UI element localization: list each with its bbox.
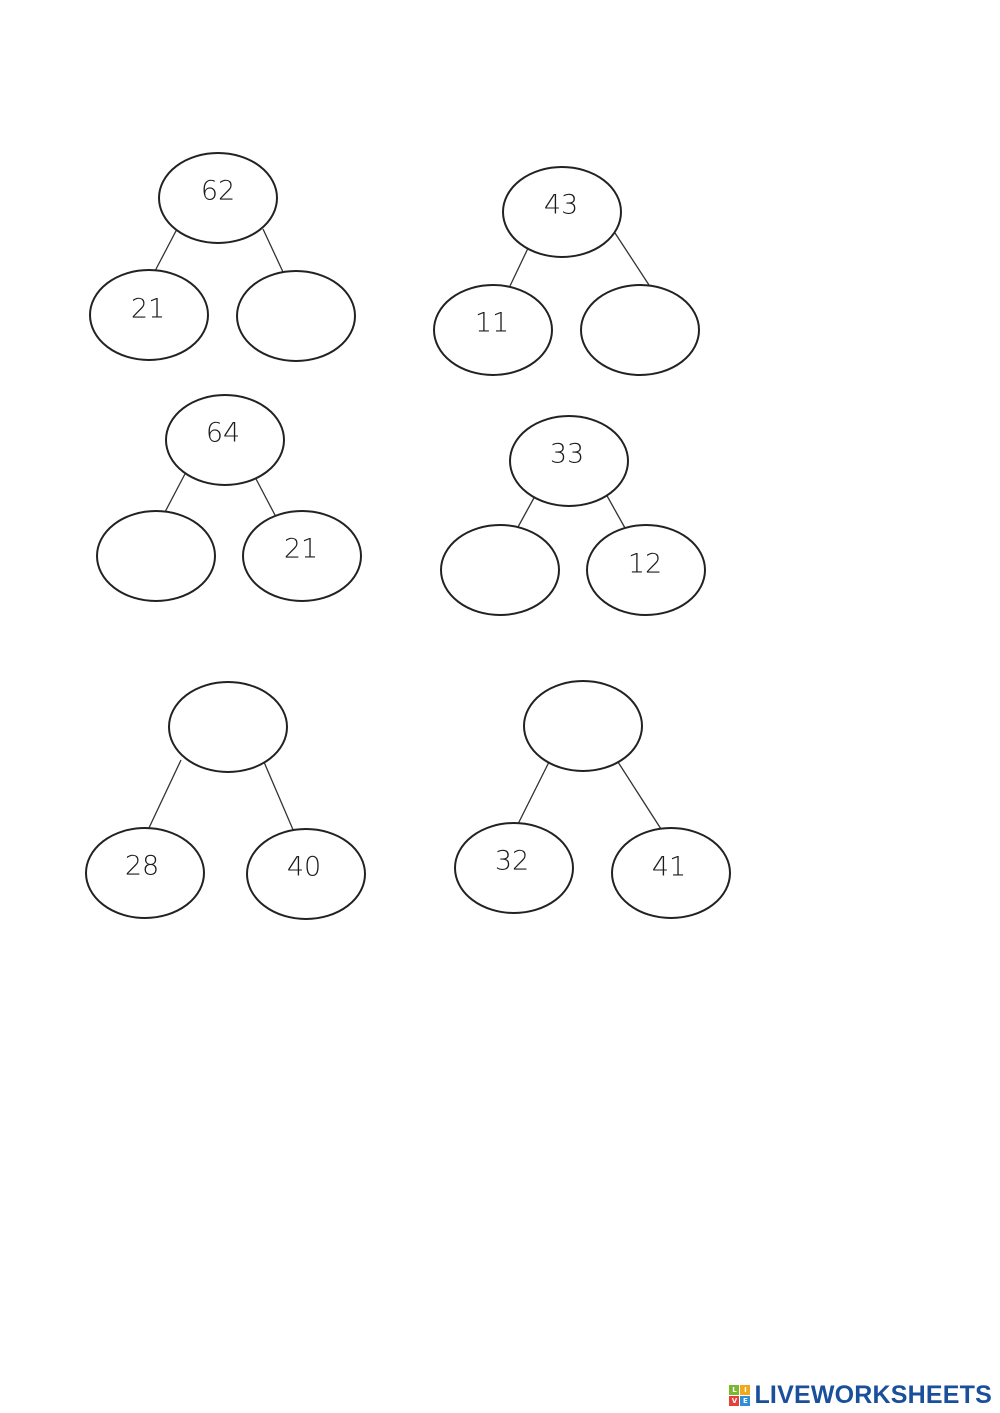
liveworksheets-logo: L I V E LIVEWORKSHEETS [729, 1381, 992, 1409]
answer-bubble-left[interactable] [440, 524, 560, 616]
whole-bubble [165, 394, 285, 486]
part-left-number: 11 [475, 308, 509, 339]
connector-right [605, 493, 626, 529]
logo-tile-l: L [729, 1384, 740, 1395]
connector-left [154, 228, 178, 272]
whole-number: 33 [550, 439, 584, 470]
part-right-number: 41 [652, 852, 686, 883]
part-right-number: 12 [628, 549, 662, 580]
answer-bubble-right[interactable] [580, 284, 700, 376]
part-right-bubble [246, 828, 366, 920]
logo-tile-i: I [740, 1384, 751, 1395]
connector-left [147, 759, 182, 831]
connector-right [614, 232, 650, 286]
connector-right [254, 476, 277, 518]
connector-right [262, 228, 284, 273]
logo-tile-e: E [740, 1395, 751, 1406]
part-right-number: 40 [287, 852, 321, 883]
answer-bubble-right[interactable] [236, 270, 356, 362]
logo-tile-v: V [729, 1395, 740, 1406]
connector-left [164, 471, 187, 513]
whole-bubble [509, 415, 629, 507]
connector-left [516, 761, 550, 827]
part-right-number: 21 [284, 534, 318, 565]
answer-bubble-top[interactable] [168, 681, 288, 773]
part-right-bubble [586, 524, 706, 616]
liveworksheets-logo-icon: L I V E [729, 1384, 751, 1406]
number-bond-3: 64 21 [96, 394, 362, 602]
number-bond-5: 28 40 [85, 681, 366, 920]
connector-right [263, 761, 295, 833]
number-bond-4: 33 12 [440, 415, 706, 616]
part-right-bubble [242, 510, 362, 602]
whole-number: 64 [206, 418, 240, 449]
part-left-bubble [89, 269, 209, 361]
answer-bubble-top[interactable] [523, 680, 643, 772]
part-left-bubble [433, 284, 553, 376]
part-left-bubble [85, 827, 205, 919]
whole-number: 43 [544, 190, 578, 221]
liveworksheets-logo-text: LIVEWORKSHEETS [754, 1380, 992, 1409]
connector-right [617, 761, 662, 830]
part-left-number: 32 [495, 846, 529, 877]
whole-number: 62 [201, 176, 235, 207]
whole-bubble [502, 166, 622, 258]
connector-left [517, 495, 536, 528]
connector-left [509, 243, 531, 287]
number-bond-1: 62 21 [89, 152, 356, 362]
part-left-number: 28 [125, 851, 159, 882]
number-bond-2: 43 11 [433, 166, 700, 376]
part-left-bubble [454, 822, 574, 914]
whole-bubble [158, 152, 278, 244]
part-right-bubble [611, 827, 731, 919]
answer-bubble-left[interactable] [96, 510, 216, 602]
number-bond-6: 32 41 [454, 680, 731, 919]
part-left-number: 21 [131, 294, 165, 325]
